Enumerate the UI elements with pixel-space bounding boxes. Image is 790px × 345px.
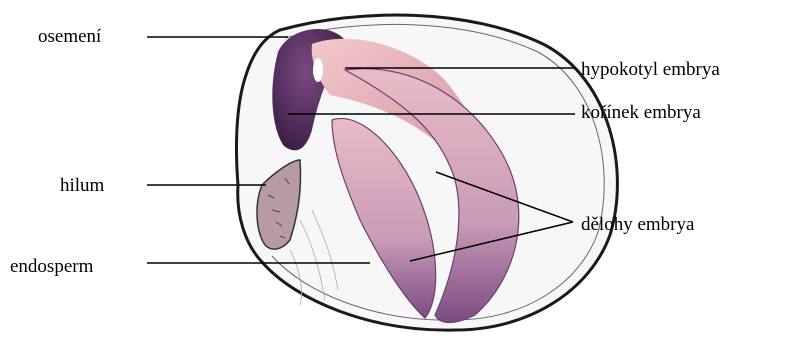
hypocotyl-highlight [313,58,323,82]
label-seed-coat: osemení [38,27,101,46]
label-cotyledons: dělohy embrya [581,215,694,234]
label-radicle: kořínek embrya [581,103,701,122]
label-hilum: hilum [60,176,104,195]
label-hypocotyl: hypokotyl embrya [581,60,720,79]
label-endosperm: endosperm [10,257,93,276]
